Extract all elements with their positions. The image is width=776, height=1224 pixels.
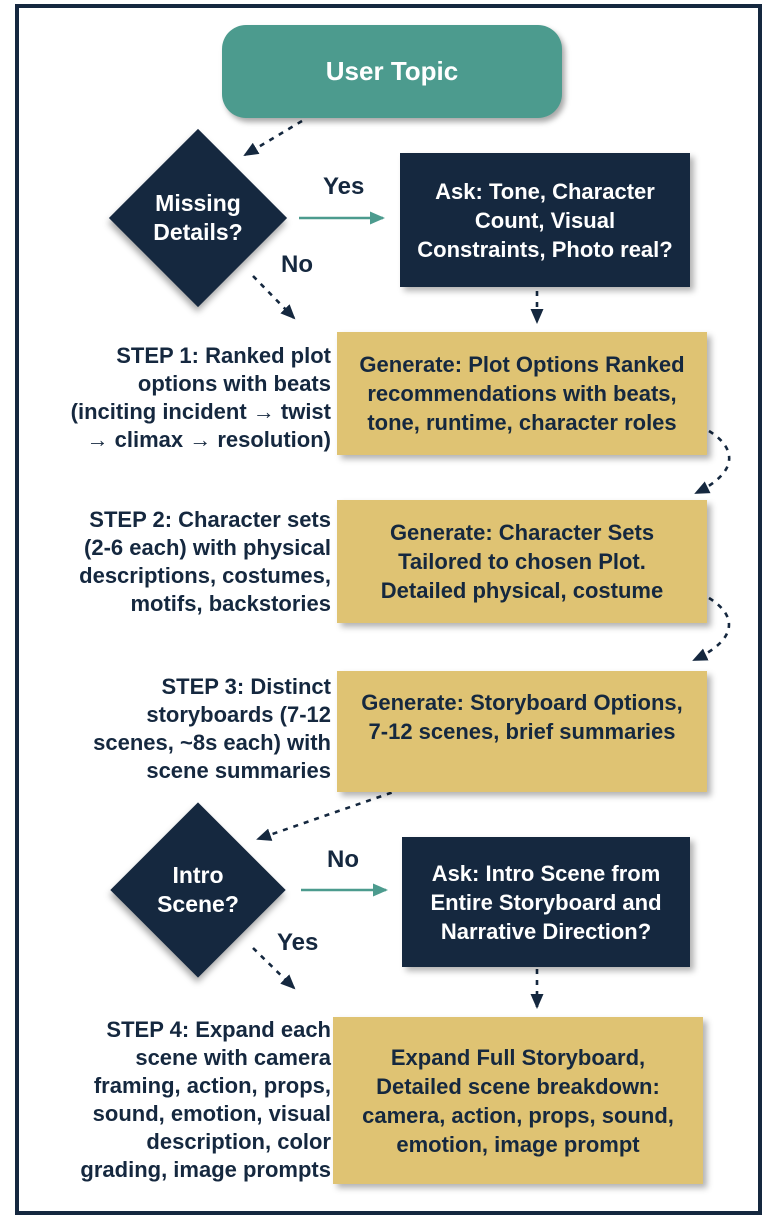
ask-tone-box: Ask: Tone, Character Count, Visual Const… [400,153,690,287]
step-3-text: STEP 3: Distinct storyboards (7-12 scene… [93,674,331,783]
decision-missing-details: Missing Details? [108,128,288,308]
start-node-user-topic: User Topic [222,25,562,118]
generate-character-sets-box: Generate: Character Sets Tailored to cho… [337,500,707,623]
decision-missing-details-label: Missing Details? [153,190,243,245]
ask-intro-scene-box: Ask: Intro Scene from Entire Storyboard … [402,837,690,967]
step-4-text: STEP 4: Expand each scene with camera fr… [80,1017,331,1182]
diagram-border-frame [15,4,762,1215]
step-2-text: STEP 2: Character sets (2-6 each) with p… [79,507,331,616]
edge-label-yes-2: Yes [277,929,319,956]
edge-label-no-1: No [281,251,313,278]
generate-storyboard-options-box: Generate: Storyboard Options, 7-12 scene… [337,671,707,792]
decision-intro-scene: Intro Scene? [110,802,286,978]
expand-full-storyboard-box: Expand Full Storyboard, Detailed scene b… [333,1017,703,1184]
generate-plot-options-box: Generate: Plot Options Ranked recommenda… [337,332,707,455]
decision-intro-scene-label: Intro Scene? [157,862,239,917]
step-1-text: STEP 1: Ranked plot options with beats (… [70,343,331,452]
edge-label-no-2: No [327,846,359,873]
edge-label-yes-1: Yes [323,173,365,200]
